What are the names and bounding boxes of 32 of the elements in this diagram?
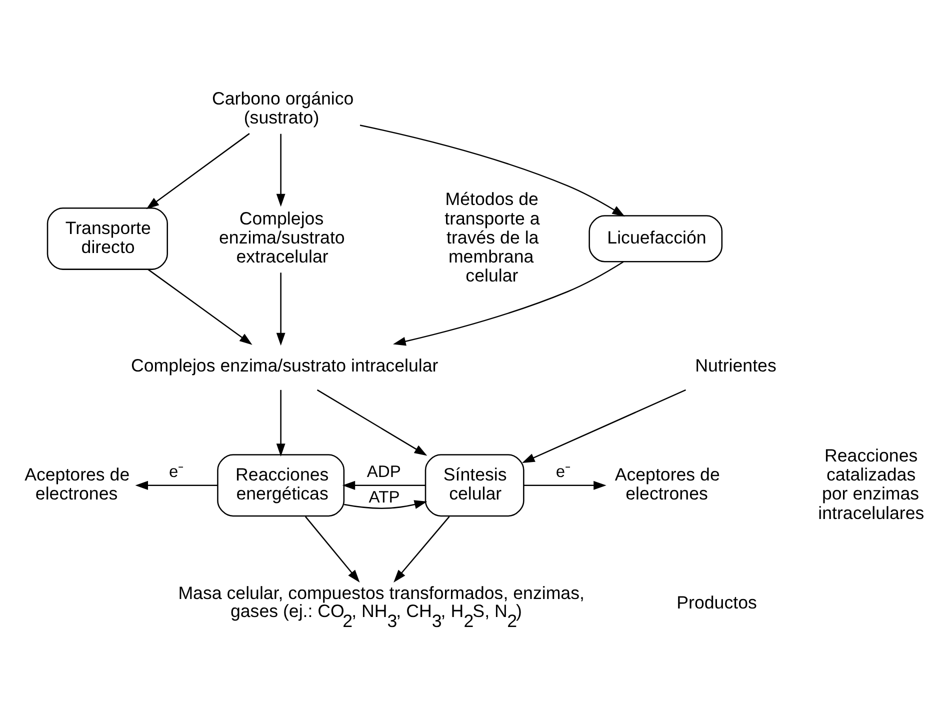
- node-text: Aceptores de electrones: [614, 464, 720, 504]
- label: Productos: [676, 592, 756, 612]
- arrow: [523, 480, 606, 490]
- node-box: Transporte directo: [46, 206, 168, 270]
- arrow: [393, 516, 450, 582]
- node-text: Complejos enzima/sustrato intracelular: [130, 355, 438, 376]
- arrow: [276, 133, 285, 206]
- edge-label: ATP: [368, 486, 400, 506]
- arrow: [392, 260, 624, 346]
- node-box: Síntesis celular: [424, 454, 524, 516]
- node-text: Nutrientes: [694, 355, 776, 376]
- edge-label: e⁻: [168, 461, 184, 480]
- arrow: [316, 388, 427, 456]
- node-text: Aceptores de electrones: [24, 464, 130, 504]
- arrow: [276, 389, 285, 456]
- node-text: Complejos enzima/sustrato extracelular: [218, 208, 344, 266]
- node-text: Carbono orgánico (sustrato): [211, 88, 354, 128]
- arrow: [276, 272, 285, 346]
- label: Reacciones catalizadas por enzimas intracelulares: [818, 444, 924, 522]
- node-box: Licuefacción: [588, 214, 722, 262]
- arrow: [134, 480, 217, 490]
- arrow: [146, 132, 250, 209]
- arrow: [342, 480, 425, 490]
- node-box: Reacciones energéticas: [216, 454, 344, 516]
- arrow: [304, 516, 360, 582]
- edge-label: ADP: [366, 461, 400, 480]
- label: Métodos de transporte a través de la membrana celular: [444, 188, 540, 286]
- edge-label: e⁻: [555, 461, 571, 480]
- arrow: [344, 500, 427, 508]
- arrow: [359, 124, 624, 216]
- arrow: [147, 268, 252, 344]
- arrow: [521, 388, 686, 462]
